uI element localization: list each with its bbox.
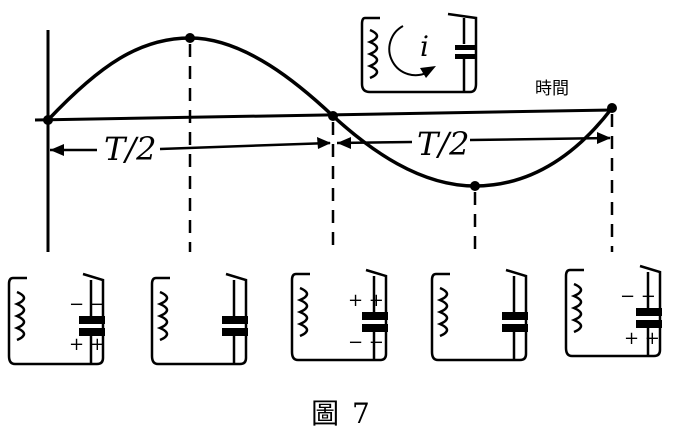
inductor-coil	[436, 286, 449, 338]
current-arrowhead	[420, 66, 436, 78]
capacitor-bottom-sign: − −	[348, 332, 384, 353]
time-axis-label: 時間	[535, 79, 569, 99]
lc-state-2	[150, 272, 248, 366]
arrowhead	[597, 132, 611, 144]
capacitor-plate	[502, 324, 528, 332]
arrowhead	[317, 137, 331, 149]
lc-state-4	[430, 268, 528, 362]
capacitor-plate	[455, 45, 475, 50]
inductor-coil	[366, 28, 379, 80]
capacitor-plate	[79, 316, 105, 324]
capacitor-plate	[455, 54, 475, 59]
arrowhead	[50, 144, 64, 156]
lc-state-3: + + − −	[290, 268, 388, 362]
capacitor-top-sign: − −	[69, 294, 105, 315]
half-period-left-dimension	[50, 137, 331, 156]
lc-state-1: − − + +	[7, 272, 105, 366]
capacitor-plate	[636, 308, 662, 316]
projection-lines	[188, 44, 614, 252]
capacitor-top-sign: − −	[620, 286, 656, 307]
half-period-right-dimension	[336, 132, 611, 149]
capacitor-plate	[636, 320, 662, 328]
capacitor-plate	[79, 328, 105, 336]
wave-point	[470, 181, 480, 191]
capacitor-plate	[222, 316, 248, 324]
half-period-left-label: T/2	[104, 130, 156, 168]
capacitor-plate	[362, 312, 388, 320]
capacitor-bottom-sign: + +	[624, 328, 660, 349]
wave-point	[185, 33, 195, 43]
inductor-coil	[156, 290, 169, 342]
inductor-coil	[13, 290, 26, 342]
wave-point	[328, 111, 338, 121]
half-period-right-label: T/2	[417, 125, 469, 163]
current-symbol: i	[420, 30, 429, 63]
figure-caption: 圖 7	[311, 397, 372, 430]
capacitor-bottom-sign: + +	[69, 334, 105, 355]
capacitor-plate	[502, 312, 528, 320]
inductor-coil	[570, 282, 583, 334]
inductor-coil	[296, 286, 309, 338]
wave-point	[607, 103, 617, 113]
capacitor-plate	[362, 324, 388, 332]
lc-state-5: − − + +	[564, 264, 662, 358]
arrowhead	[337, 137, 351, 149]
current-arrow	[388, 25, 429, 77]
inset-lc-circuit: i	[360, 12, 478, 94]
capacitor-top-sign: + +	[348, 290, 384, 311]
capacitor-plate	[222, 328, 248, 336]
time-axis	[34, 108, 613, 122]
